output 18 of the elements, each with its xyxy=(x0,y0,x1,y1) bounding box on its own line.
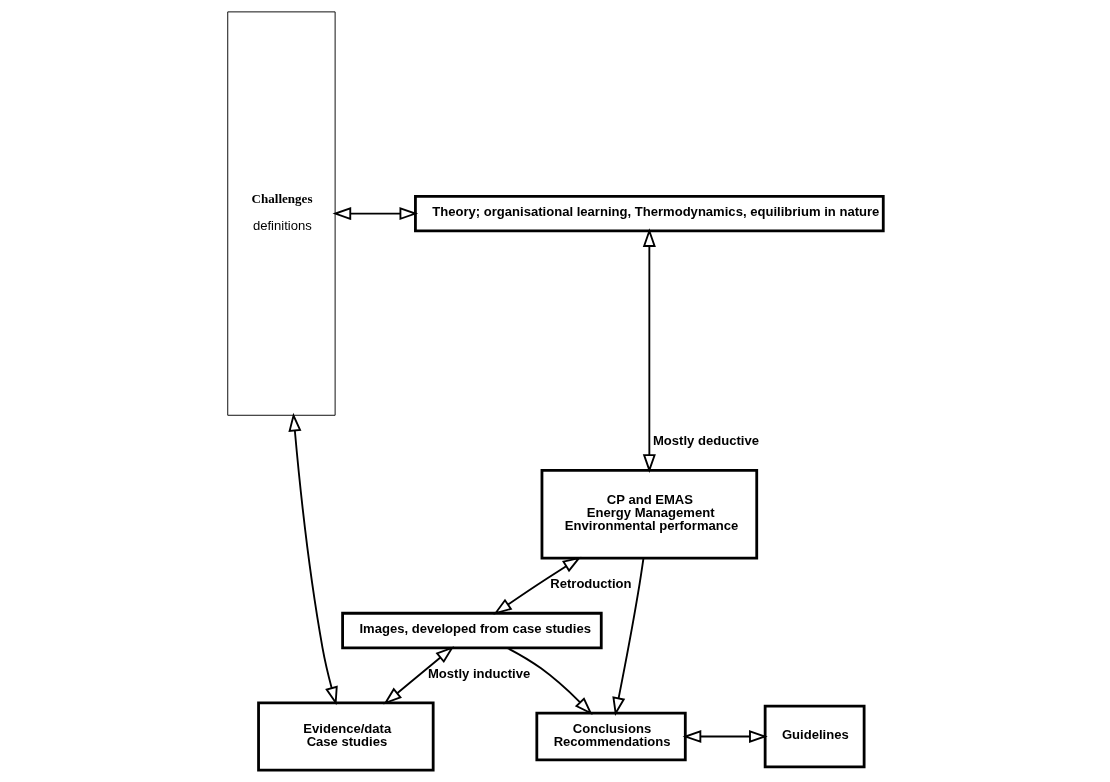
arrow xyxy=(382,646,454,705)
node-box: Evidence/data Case studies xyxy=(256,701,435,772)
edge-label: Retroduction xyxy=(549,576,632,592)
node-box: Guidelines xyxy=(763,704,865,769)
node-box: Conclusions Recommendations xyxy=(534,711,687,762)
arrow xyxy=(611,557,644,716)
arrow xyxy=(642,228,656,473)
arrow xyxy=(682,729,768,744)
arrow xyxy=(287,412,338,706)
arrow xyxy=(505,646,593,716)
edge-label: Mostly inductive xyxy=(427,665,530,681)
arrow xyxy=(332,207,418,221)
node-box: Theory; organisational learning, Thermodynamics, equilibrium in nature xyxy=(413,194,885,233)
node-box: CP and EMAS Energy Management Environmental performance xyxy=(540,468,758,560)
node-box: Challenges definitions xyxy=(226,11,336,416)
node-box: Images, developed from case studies xyxy=(340,611,603,650)
edge-label: Mostly deductive xyxy=(652,433,759,449)
arrow xyxy=(492,556,581,615)
